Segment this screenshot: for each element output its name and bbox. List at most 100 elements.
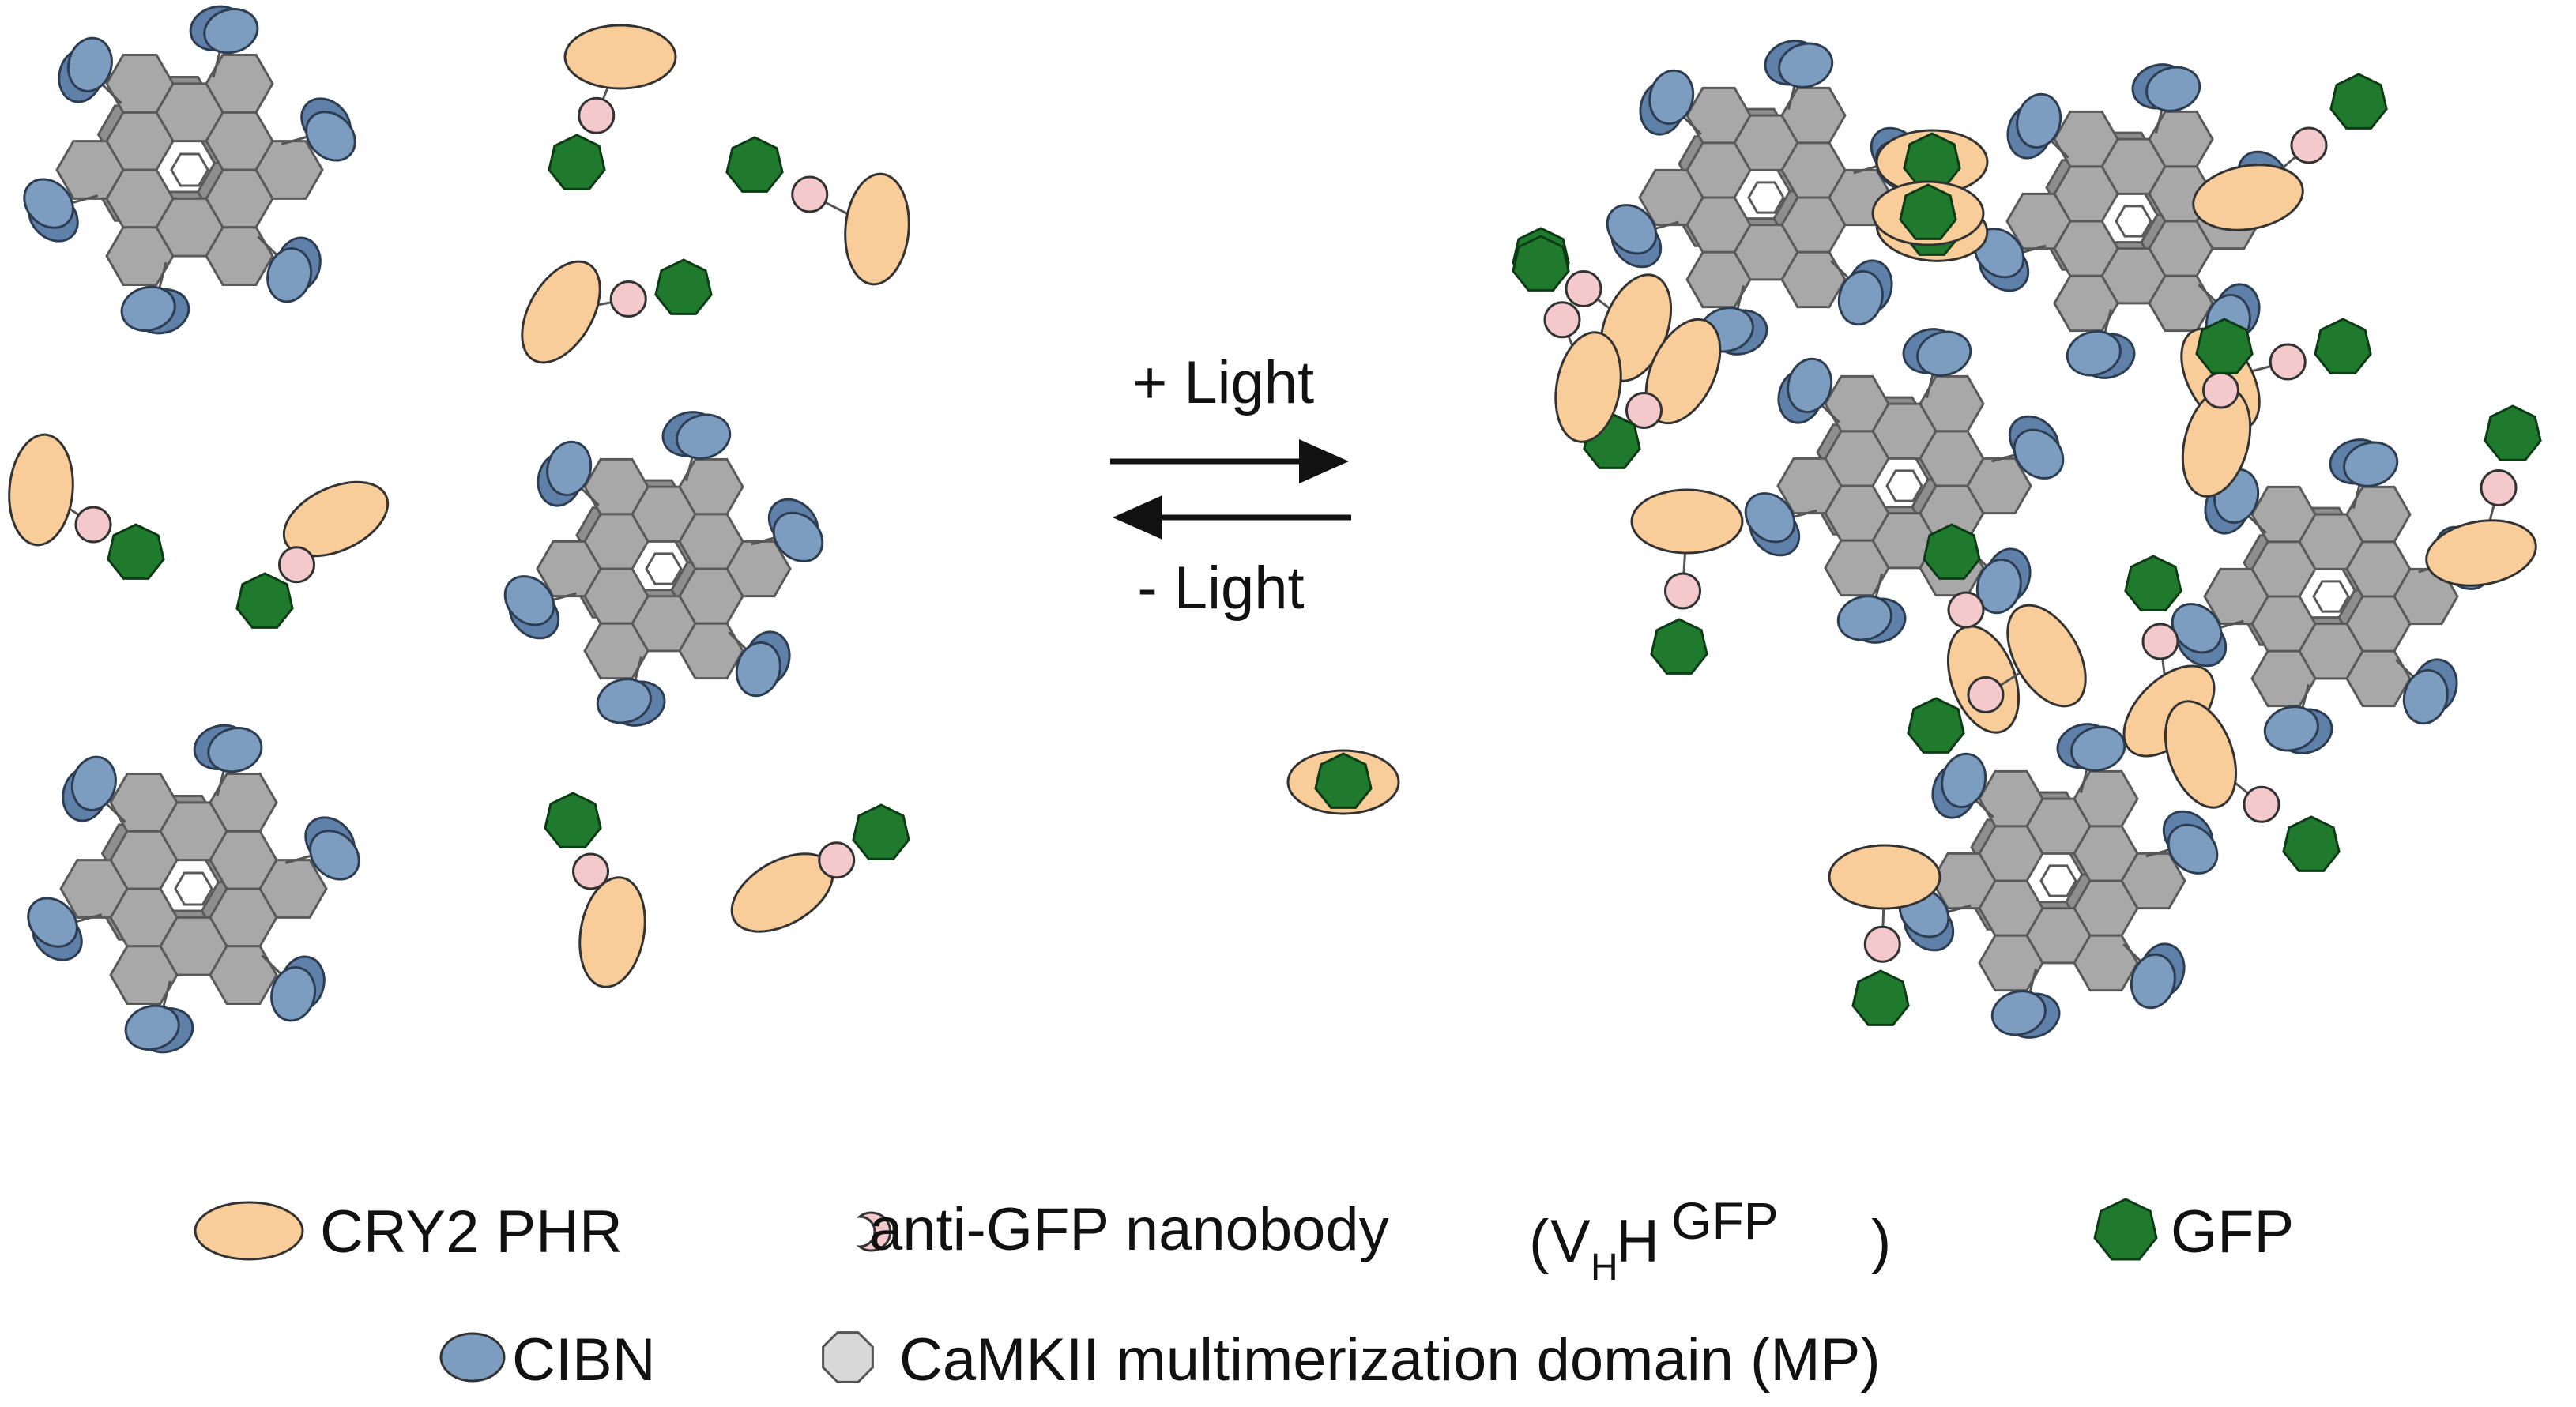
nanobody-icon bbox=[818, 841, 856, 879]
cibn-icon bbox=[2402, 658, 2458, 725]
gfp-icon bbox=[654, 258, 713, 315]
nanobody-icon bbox=[1543, 301, 1581, 339]
gfp-icon bbox=[1907, 697, 1965, 754]
cry2-icon bbox=[578, 876, 646, 988]
gfp-icon bbox=[1923, 523, 1981, 580]
legend-vhh-h: H bbox=[1616, 1208, 1659, 1275]
nanobody-icon bbox=[609, 280, 647, 318]
cibn-icon bbox=[62, 755, 117, 822]
mp-hexamer-icon bbox=[23, 5, 356, 335]
nanobody-icon bbox=[2290, 126, 2328, 164]
legend-cibn-label: CIBN bbox=[512, 1326, 656, 1394]
legend-vhh-v: V bbox=[1550, 1208, 1591, 1275]
gfp-icon bbox=[107, 523, 165, 580]
cibn-icon bbox=[58, 36, 113, 103]
cry2-icon bbox=[521, 260, 601, 364]
mp-hexamer-icon bbox=[2171, 438, 2491, 754]
cibn-icon bbox=[596, 678, 666, 727]
cry2-nanobody-construct bbox=[2164, 700, 2341, 872]
mp-hexamer-icon bbox=[1606, 40, 1926, 356]
cry2-nanobody-construct bbox=[544, 792, 646, 988]
cry2-nanobody-construct bbox=[2192, 73, 2388, 231]
light-state-clusters-panel bbox=[1286, 40, 2542, 1039]
nanobody-icon bbox=[1625, 392, 1663, 429]
cibn-icon bbox=[193, 724, 263, 773]
cry2-icon bbox=[1828, 844, 1941, 910]
cibn-icon bbox=[304, 816, 360, 881]
cibn-icon bbox=[767, 498, 824, 562]
equilibrium-arrows: + Light - Light bbox=[1110, 349, 1351, 622]
legend-mp-entry: CaMKII multimerization domain (MP) bbox=[822, 1326, 1881, 1394]
legend-vhh-superscript: GFP bbox=[1671, 1191, 1779, 1250]
gfp-swatch bbox=[2093, 1198, 2158, 1261]
cibn-icon bbox=[189, 5, 259, 55]
legend-cibn-entry: CIBN bbox=[439, 1326, 656, 1394]
legend-vhh-close: ) bbox=[1871, 1208, 1891, 1275]
cibn-icon bbox=[2162, 810, 2219, 875]
nanobody-icon bbox=[2480, 469, 2518, 506]
nanobody-icon bbox=[578, 96, 616, 134]
cry2-nanobody-construct bbox=[725, 136, 910, 286]
cibn-icon bbox=[300, 97, 356, 162]
cry2-icon bbox=[2425, 519, 2537, 587]
cibn-swatch bbox=[439, 1332, 506, 1383]
gfp-icon bbox=[1851, 969, 1910, 1026]
legend-nanobody-entry: anti-GFP nanobody ( V H H GFP ) bbox=[856, 1191, 1891, 1288]
cibn-icon bbox=[27, 897, 83, 961]
cry2-icon bbox=[563, 24, 677, 90]
cry2-nanobody-construct bbox=[730, 803, 910, 933]
cibn-icon bbox=[2056, 723, 2126, 772]
cibn-icon bbox=[1764, 40, 1834, 88]
dark-state-panel bbox=[8, 5, 910, 1054]
cibn-icon bbox=[735, 630, 791, 698]
nanobody-icon bbox=[1565, 270, 1602, 307]
gfp-icon bbox=[2282, 815, 2341, 872]
legend-cry2-entry: CRY2 PHR bbox=[194, 1198, 623, 1266]
cry2-swatch bbox=[194, 1201, 304, 1261]
cry2-nanobody-construct bbox=[521, 258, 713, 364]
legend: CRY2 PHR anti-GFP nanobody ( V H H GFP )… bbox=[194, 1191, 2294, 1394]
nanobody-icon bbox=[2243, 785, 2280, 823]
cibn-icon bbox=[2008, 415, 2065, 480]
cry2-nanobody-construct bbox=[8, 433, 165, 580]
cibn-icon bbox=[1639, 69, 1695, 136]
cibn-icon bbox=[1990, 990, 2061, 1039]
cibn-icon bbox=[1606, 204, 1663, 269]
gfp-icon bbox=[852, 803, 910, 860]
nanobody-swatch bbox=[856, 1211, 892, 1252]
gfp-icon bbox=[2124, 555, 2182, 611]
nanobody-icon bbox=[572, 852, 609, 890]
cry2-nanobody-construct bbox=[1875, 129, 1989, 195]
nanobody-icon bbox=[74, 506, 112, 544]
cry2-icon bbox=[2164, 700, 2238, 809]
cibn-icon bbox=[2171, 603, 2228, 668]
cibn-icon bbox=[1836, 595, 1907, 644]
cry2-nanobody-construct bbox=[1828, 844, 1941, 1026]
legend-vhh-h-subscript: H bbox=[1591, 1247, 1618, 1288]
cibn-icon bbox=[2066, 330, 2136, 379]
gfp-icon bbox=[1512, 235, 1570, 292]
cry2-nanobody-construct bbox=[2425, 404, 2542, 587]
legend-cry2-label: CRY2 PHR bbox=[320, 1198, 623, 1266]
mp-hexamer-icon bbox=[27, 724, 360, 1054]
cibn-icon bbox=[2263, 705, 2333, 754]
cibn-icon bbox=[124, 1004, 194, 1054]
cry2-icon bbox=[282, 480, 390, 558]
cibn-icon bbox=[503, 575, 560, 640]
cry2-nanobody-construct bbox=[2181, 318, 2254, 498]
legend-vhh-open: ( bbox=[1529, 1208, 1549, 1275]
cibn-icon bbox=[1744, 492, 1801, 557]
cry2-nanobody-construct bbox=[1923, 523, 2021, 734]
cry2-nanobody-construct bbox=[1630, 488, 1744, 675]
nanobody-icon bbox=[1947, 591, 1985, 629]
cibn-icon bbox=[1837, 259, 1893, 326]
gfp-icon bbox=[235, 572, 294, 629]
cibn-icon bbox=[1975, 547, 2032, 615]
gfp-icon bbox=[2314, 318, 2372, 374]
legend-mp-label: CaMKII multimerization domain (MP) bbox=[899, 1326, 1881, 1394]
legend-gfp-entry: GFP bbox=[2093, 1198, 2294, 1266]
cibn-icon bbox=[23, 178, 79, 243]
cry2-icon bbox=[8, 433, 74, 547]
cry2-nanobody-construct bbox=[548, 24, 677, 190]
gfp-icon bbox=[1903, 132, 1961, 189]
